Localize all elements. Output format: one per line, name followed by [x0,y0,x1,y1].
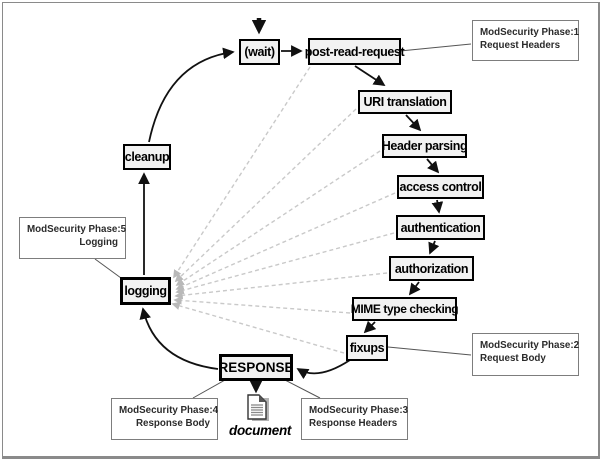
node-authentication-label: authentication [400,220,481,235]
phase4-title: ModSecurity Phase:4 [119,405,219,416]
callout-leader-lines [94,43,472,399]
leader-phase3 [284,379,321,399]
arrow-uri-to-header [405,114,422,132]
arrow-mime-to-fixups [363,320,377,334]
arrow-post-read-to-uri [354,65,386,86]
arrow-response-to-logging [139,307,219,370]
thick-arrows [248,18,267,394]
phase2-title: ModSecurity Phase:2 [480,340,580,351]
connector-lines-layer [94,18,472,399]
phase4-subtitle: Response Body [135,418,210,429]
logging-dashed-arrows [171,66,396,354]
node-authentication: authentication [396,215,485,240]
flow-arrows [138,45,444,380]
node-cleanup: cleanup [123,144,171,170]
node-wait-label: (wait) [244,45,275,59]
node-access-control-label: access control [399,180,482,194]
leader-phase1 [399,43,472,52]
callout-modsecurity-phase2: ModSecurity Phase:2 Request Body [472,333,579,376]
phase1-title: ModSecurity Phase:1 [480,27,580,38]
node-post-read-request-label: post-read-request [304,44,405,59]
dashed-fixups-to-logging [171,301,345,354]
node-access-control: access control [397,175,484,199]
node-mime-type-checking: MIME type checking [350,297,459,321]
phase2-subtitle: Request Body [480,353,546,364]
arrow-header-to-access [426,158,440,174]
node-response: RESPONSE [218,354,294,381]
node-authorization-label: authorization [394,261,469,276]
callout-modsecurity-phase5: ModSecurity Phase:5 Logging [19,217,126,259]
node-response-label: RESPONSE [218,360,294,375]
arrow-authz-to-mime [408,281,421,296]
node-cleanup-label: cleanup [124,150,170,164]
phase5-subtitle: Logging [79,237,118,248]
phase1-subtitle: Request Headers [480,40,561,51]
leader-phase4 [192,379,226,399]
node-header-parsing: Header parsing [381,134,468,158]
leader-phase2 [387,346,472,356]
node-fixups-label: fixups [349,341,385,355]
document-label: document [229,423,292,438]
node-wait: (wait) [239,39,280,65]
callout-modsecurity-phase3: ModSecurity Phase:3 Response Headers [301,398,408,440]
arrow-cleanup-to-wait [148,47,235,143]
document-icon [245,394,273,424]
node-fixups: fixups [346,335,388,361]
phase3-subtitle: Response Headers [309,418,398,429]
phase3-title: ModSecurity Phase:3 [309,405,409,416]
node-logging: logging [120,277,171,305]
node-uri-translation: URI translation [358,90,452,114]
dashed-mime-to-logging [173,296,351,314]
dashed-authn-to-logging [175,232,395,295]
node-header-parsing-label: Header parsing [381,139,468,153]
dashed-access-to-logging [175,192,396,291]
node-uri-translation-label: URI translation [363,95,447,109]
arrow-authn-to-authz [428,240,440,255]
node-post-read-request: post-read-request [304,38,405,65]
arrow-access-to-authn [431,199,444,214]
phase5-title: ModSecurity Phase:5 [27,224,127,235]
node-logging-label: logging [124,284,167,298]
callout-modsecurity-phase1: ModSecurity Phase:1 Request Headers [472,20,579,61]
dashed-authz-to-logging [174,272,388,300]
arrow-fixups-to-response [296,359,351,380]
node-mime-type-checking-label: MIME type checking [350,302,459,316]
callout-modsecurity-phase4: ModSecurity Phase:4 Response Body [111,398,218,440]
leader-phase5 [94,258,122,279]
node-authorization: authorization [389,256,474,281]
dashed-header-to-logging [175,150,381,286]
